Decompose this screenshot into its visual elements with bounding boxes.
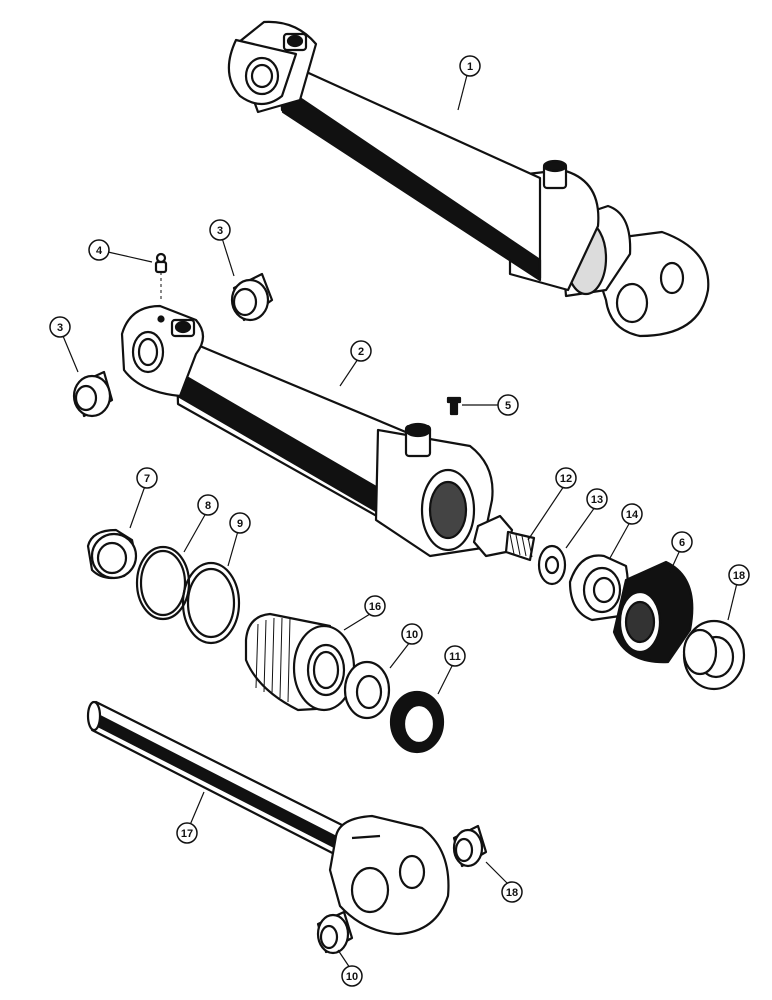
callout-2: 2 [350, 340, 372, 362]
bushing-left [72, 370, 114, 418]
wear-ring [86, 528, 138, 580]
callout-label: 2 [358, 346, 364, 358]
callout-label: 12 [560, 473, 572, 485]
backup-ring [181, 561, 241, 645]
callout-label: 16 [369, 601, 381, 613]
callout-label: 13 [591, 494, 603, 506]
callout-label: 1 [467, 61, 473, 73]
callout-label: 7 [144, 473, 150, 485]
o-ring [135, 545, 191, 621]
callout-label: 9 [237, 518, 243, 530]
bushing-upper [230, 272, 274, 322]
washer [537, 544, 567, 586]
callout-18-right: 18 [728, 564, 750, 586]
piston-rod-end [472, 514, 536, 562]
callout-label: 17 [181, 828, 193, 840]
setscrew [446, 396, 462, 416]
piston-seal [612, 560, 694, 664]
callout-9: 9 [229, 512, 251, 534]
callout-3-upper: 3 [209, 219, 231, 241]
callout-label: 3 [217, 225, 223, 237]
callout-14: 14 [621, 503, 643, 525]
rod-bushing-left [316, 910, 354, 955]
callout-12: 12 [555, 467, 577, 489]
callout-16: 16 [364, 595, 386, 617]
piston [568, 554, 630, 622]
callout-18-rod-right: 18 [501, 881, 523, 903]
callout-label: 14 [626, 509, 639, 521]
callout-label: 18 [506, 887, 518, 899]
callout-label: 10 [406, 629, 418, 641]
callout-4: 4 [88, 239, 110, 261]
piston-rod [86, 700, 450, 936]
callout-5: 5 [497, 394, 519, 416]
wiper-seal [389, 690, 445, 754]
callout-11: 11 [444, 645, 466, 667]
callout-label: 4 [96, 245, 103, 257]
callout-label: 10 [346, 971, 358, 983]
callout-13: 13 [586, 488, 608, 510]
callout-label: 18 [733, 570, 745, 582]
callouts: 1 2 3 3 4 5 7 8 9 16 10 11 12 13 14 6 18… [49, 55, 750, 987]
callout-label: 11 [449, 651, 461, 663]
callout-8: 8 [197, 494, 219, 516]
end-ring-right [682, 619, 746, 691]
callout-18-rod-left: 10 [341, 965, 363, 987]
callout-6: 6 [671, 531, 693, 553]
callout-1: 1 [459, 55, 481, 77]
callout-label: 8 [205, 500, 211, 512]
rod-bushing-right [452, 824, 488, 868]
leader-lines [62, 74, 738, 969]
callout-label: 3 [57, 322, 63, 334]
gland-washer [343, 660, 391, 720]
callout-7: 7 [136, 467, 158, 489]
callout-17: 17 [176, 822, 198, 844]
callout-label: 6 [679, 537, 685, 549]
callout-label: 5 [505, 400, 511, 412]
callout-3-left: 3 [49, 316, 71, 338]
grease-fitting [154, 252, 168, 302]
cylinder-tube [120, 304, 494, 558]
callout-10: 10 [401, 623, 423, 645]
gland [244, 612, 356, 712]
assembled-cylinder [227, 20, 710, 338]
